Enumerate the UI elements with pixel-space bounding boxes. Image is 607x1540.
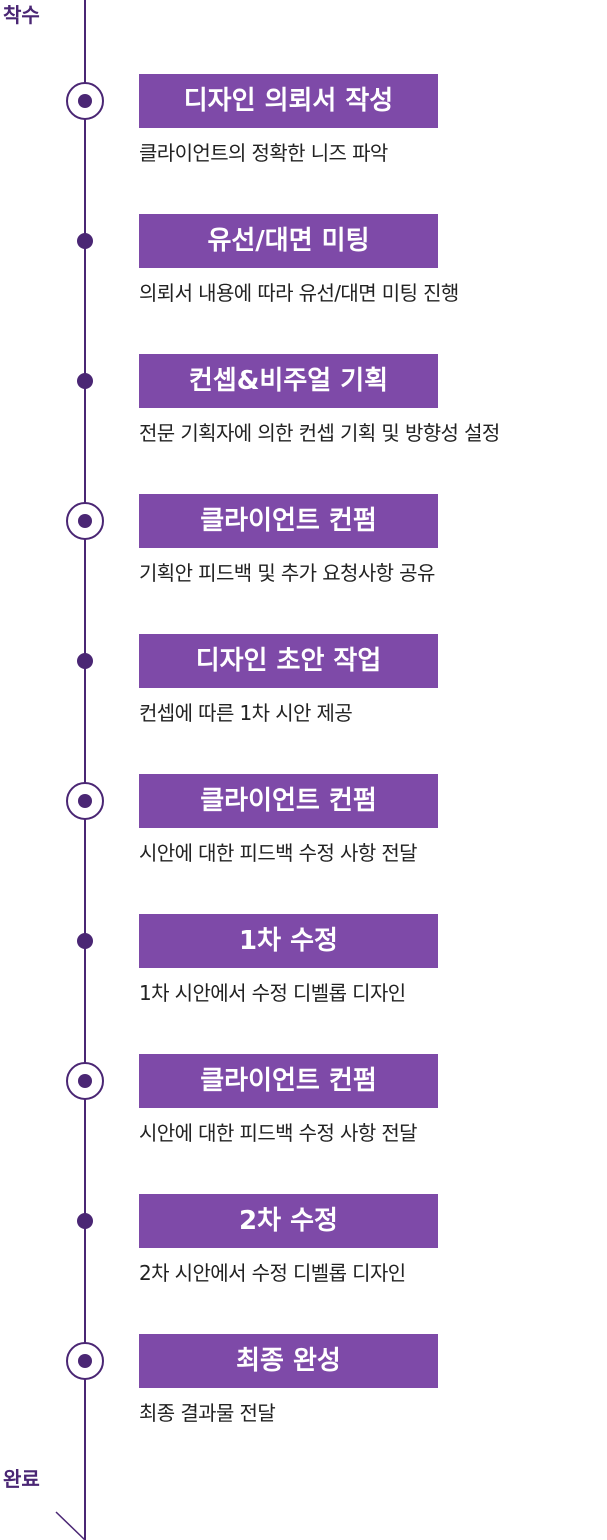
step-title: 클라이언트 컨펌 [139, 1054, 438, 1108]
step-marker [77, 1213, 93, 1229]
step-title: 클라이언트 컨펌 [139, 774, 438, 828]
step-marker [77, 373, 93, 389]
step-title: 최종 완성 [139, 1334, 438, 1388]
process-step-first-revision: 1차 수정 1차 시안에서 수정 디벨롭 디자인 [0, 894, 607, 1005]
step-description: 의뢰서 내용에 따라 유선/대면 미팅 진행 [139, 281, 459, 305]
timeline-end-tail [55, 1511, 86, 1540]
step-title: 디자인 의뢰서 작성 [139, 74, 438, 128]
process-step-client-confirm-3: 클라이언트 컨펌 시안에 대한 피드백 수정 사항 전달 [0, 1034, 607, 1145]
step-description: 컨셉에 따른 1차 시안 제공 [139, 701, 353, 725]
step-marker [66, 502, 104, 540]
process-step-final-completion: 최종 완성 최종 결과물 전달 [0, 1314, 607, 1425]
step-description: 시안에 대한 피드백 수정 사항 전달 [139, 1121, 418, 1145]
step-title: 1차 수정 [139, 914, 438, 968]
step-marker [77, 653, 93, 669]
timeline-start-label: 착수 [3, 2, 42, 28]
step-title: 클라이언트 컨펌 [139, 494, 438, 548]
timeline-line [84, 0, 86, 1540]
step-description: 최종 결과물 전달 [139, 1401, 276, 1425]
step-title: 2차 수정 [139, 1194, 438, 1248]
process-step-design-request: 디자인 의뢰서 작성 클라이언트의 정확한 니즈 파악 [0, 54, 607, 165]
process-step-meeting: 유선/대면 미팅 의뢰서 내용에 따라 유선/대면 미팅 진행 [0, 194, 607, 305]
step-description: 2차 시안에서 수정 디벨롭 디자인 [139, 1261, 406, 1285]
step-description: 1차 시안에서 수정 디벨롭 디자인 [139, 981, 406, 1005]
process-step-draft-design: 디자인 초안 작업 컨셉에 따른 1차 시안 제공 [0, 614, 607, 725]
step-marker [66, 1062, 104, 1100]
step-title: 디자인 초안 작업 [139, 634, 438, 688]
step-marker [66, 1342, 104, 1380]
process-step-client-confirm-1: 클라이언트 컨펌 기획안 피드백 및 추가 요청사항 공유 [0, 474, 607, 585]
step-marker [77, 933, 93, 949]
process-step-client-confirm-2: 클라이언트 컨펌 시안에 대한 피드백 수정 사항 전달 [0, 754, 607, 865]
timeline-end-label: 완료 [3, 1466, 42, 1492]
step-marker [66, 82, 104, 120]
step-title: 유선/대면 미팅 [139, 214, 438, 268]
step-title: 컨셉&비주얼 기획 [139, 354, 438, 408]
process-step-concept-planning: 컨셉&비주얼 기획 전문 기획자에 의한 컨셉 기획 및 방향성 설정 [0, 334, 607, 445]
step-marker [77, 233, 93, 249]
step-marker [66, 782, 104, 820]
process-step-second-revision: 2차 수정 2차 시안에서 수정 디벨롭 디자인 [0, 1174, 607, 1285]
step-description: 기획안 피드백 및 추가 요청사항 공유 [139, 561, 435, 585]
step-description: 클라이언트의 정확한 니즈 파악 [139, 141, 388, 165]
step-description: 시안에 대한 피드백 수정 사항 전달 [139, 841, 418, 865]
step-description: 전문 기획자에 의한 컨셉 기획 및 방향성 설정 [139, 421, 500, 445]
